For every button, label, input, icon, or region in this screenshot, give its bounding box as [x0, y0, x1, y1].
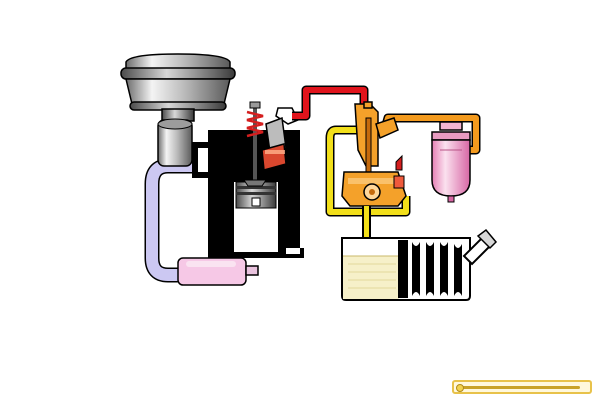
engine-cylinder — [208, 130, 304, 258]
spark-plug — [261, 107, 300, 171]
fuel-tank — [341, 228, 498, 301]
animation-progress-thumb[interactable] — [456, 384, 464, 392]
exhaust-muffler — [177, 257, 259, 286]
animation-progress-fill — [458, 386, 580, 389]
air-cleaner — [120, 53, 236, 122]
fuel-filter — [431, 121, 471, 203]
intake-valve — [243, 101, 267, 187]
fuel-pump — [341, 101, 407, 207]
animation-progress-slider[interactable] — [452, 380, 592, 394]
fuel-line-pump-to-carburetor — [292, 85, 369, 121]
fuel-line-tank-to-pump — [325, 125, 411, 217]
exhaust-pipe — [144, 158, 214, 283]
